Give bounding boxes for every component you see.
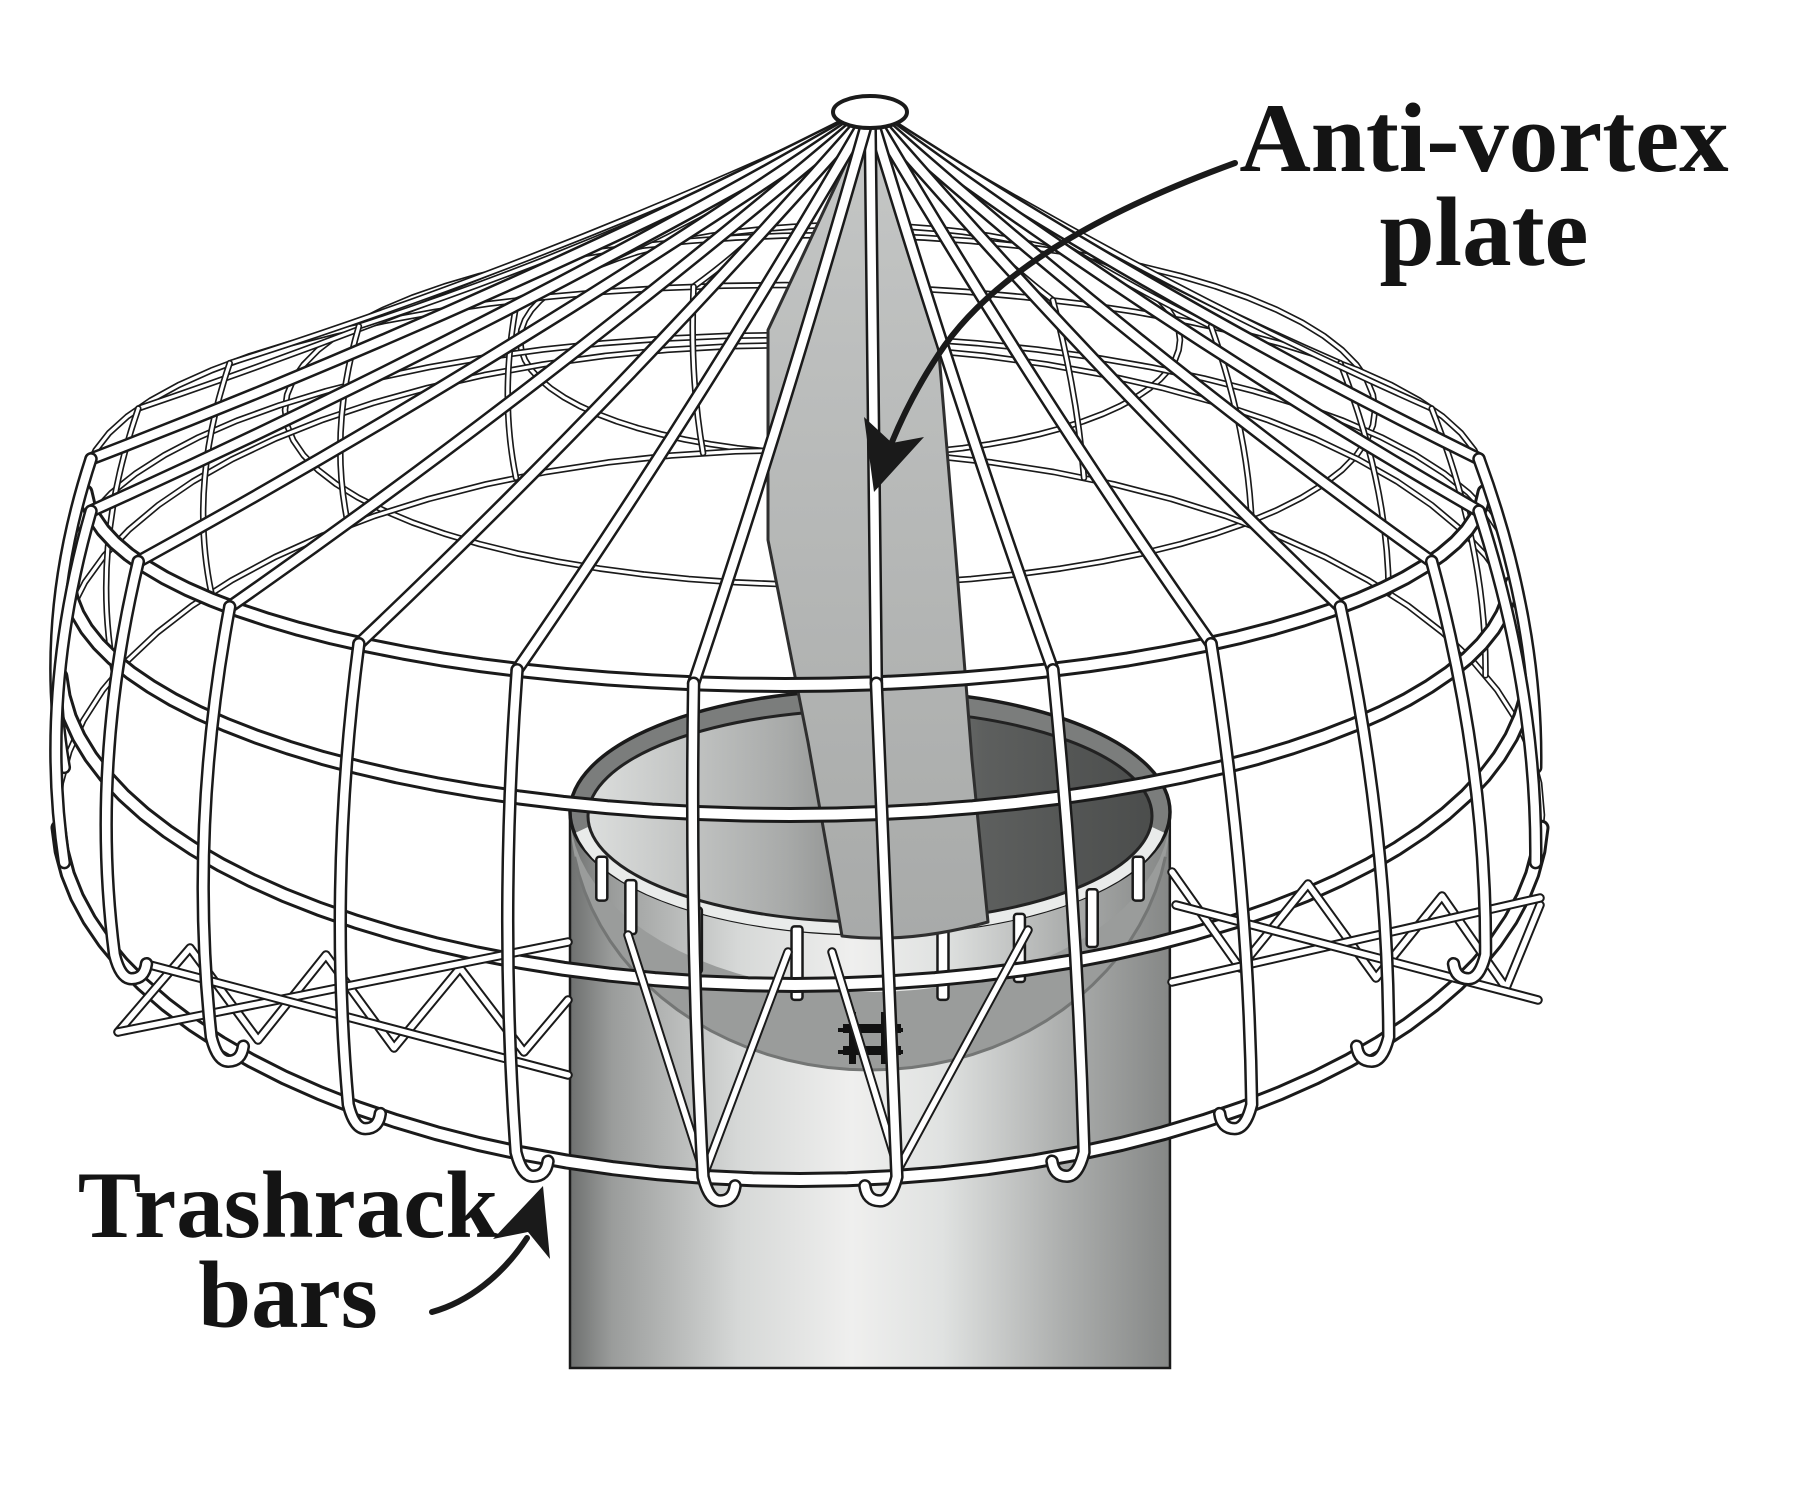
- apex-hub: [831, 94, 909, 130]
- arrowhead-icon: [493, 1186, 550, 1259]
- arrowhead-icon: [864, 417, 924, 492]
- label-anti-vortex-plate: Anti-vortex plate: [1239, 84, 1729, 288]
- label-trashrack-bars: Trashrack bars: [77, 1152, 499, 1349]
- cage-front-bars: [49, 105, 1543, 1208]
- leader-arrow-anti-vortex: [864, 160, 1238, 492]
- leader-arrow-trashrack: [429, 1186, 550, 1315]
- cage-front-rings: [50, 484, 1550, 1188]
- pipe-aframe-struts: [623, 925, 1033, 1177]
